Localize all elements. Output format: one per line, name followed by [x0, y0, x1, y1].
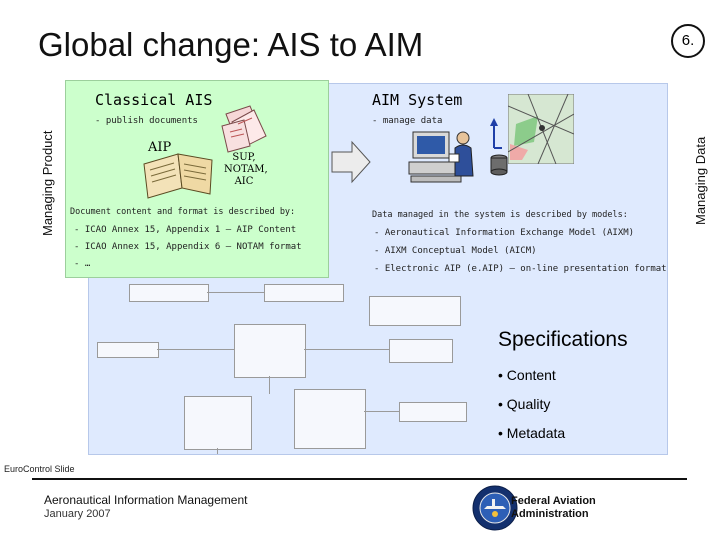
aim-description: Data managed in the system is described …: [372, 210, 628, 220]
spec-item-quality: • Quality: [498, 396, 551, 412]
aim-subtitle: - manage data: [372, 116, 443, 126]
uml-class-box: [97, 342, 159, 358]
open-book-icon: [140, 150, 218, 202]
arrow-right-icon: [330, 140, 372, 184]
specifications-heading: Specifications: [498, 328, 628, 351]
uml-connector: [157, 349, 234, 350]
uml-connector: [304, 349, 389, 350]
managing-product-label: Managing Product: [40, 130, 55, 236]
ais-item-annex-appendix-1: - ICAO Annex 15, Appendix 1 – AIP Conten…: [74, 225, 297, 235]
uml-class-box: [129, 284, 209, 302]
spec-item-metadata: • Metadata: [498, 425, 566, 441]
uml-connector: [207, 292, 264, 293]
aim-system-heading: AIM System: [372, 91, 463, 109]
uml-class-box: [264, 284, 344, 302]
uml-class-box: [399, 402, 467, 422]
uml-class-box: [369, 296, 461, 326]
footer-date: January 2007: [44, 508, 111, 520]
document-stack-icon: [220, 100, 270, 156]
slide-title: Global change: AIS to AIM: [38, 26, 424, 63]
ais-subtitle: - publish documents: [95, 116, 198, 126]
uml-connector: [364, 411, 399, 412]
ais-item-ellipsis: - …: [74, 259, 91, 269]
sup-label: SUP,: [232, 152, 256, 163]
aip-label: AIP: [148, 140, 172, 155]
eurocontrol-credit: EuroControl Slide: [4, 464, 75, 474]
aim-item-eaip: - Electronic AIP (e.AIP) – on-line prese…: [374, 264, 667, 274]
ais-item-annex-appendix-6: - ICAO Annex 15, Appendix 6 – NOTAM form…: [74, 242, 302, 252]
uml-class-box: [234, 324, 306, 378]
agency-line-2: Administration: [511, 508, 589, 520]
aim-item-aicm: - AIXM Conceptual Model (AICM): [374, 246, 537, 256]
uml-connector: [217, 448, 218, 454]
aim-item-aixm: - Aeronautical Information Exchange Mode…: [374, 228, 635, 238]
slide-number-badge: 6.: [671, 24, 705, 58]
notam-label: NOTAM,: [224, 164, 268, 175]
footer-bar: [32, 478, 687, 542]
agency-line-1: Federal Aviation: [511, 495, 596, 507]
uml-class-box: [184, 396, 252, 450]
uml-connector: [269, 376, 270, 394]
uml-class-box: [294, 389, 366, 449]
faa-seal-icon: [472, 485, 518, 531]
footer-title: Aeronautical Information Management: [44, 493, 248, 507]
database-icon: [488, 118, 510, 178]
managing-data-label: Managing Data: [693, 136, 708, 225]
map-icon: [507, 93, 575, 165]
computer-workstation-icon: [405, 124, 483, 190]
aic-label: AIC: [234, 176, 254, 187]
ais-description: Document content and format is described…: [70, 207, 296, 217]
classical-ais-heading: Classical AIS: [95, 91, 213, 109]
sup-notam-aic-label: SUP, NOTAM, AIC: [224, 152, 268, 188]
uml-class-box: [389, 339, 453, 363]
spec-item-content: • Content: [498, 367, 556, 383]
